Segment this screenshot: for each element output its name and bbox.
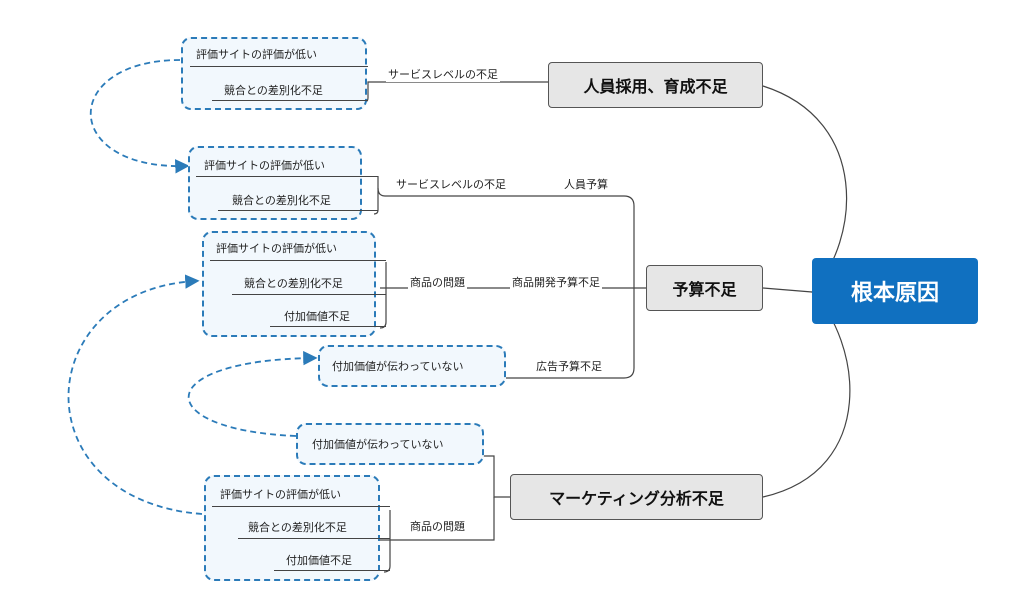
branch-marketing-label: マーケティング分析不足 xyxy=(549,489,724,508)
edge-product-bracket xyxy=(379,262,387,329)
edge-mkt-product-bracket xyxy=(383,510,391,573)
root-node[interactable]: 根本原因 xyxy=(812,258,978,324)
edge-label-product-2: 商品開発予算不足 xyxy=(510,274,602,290)
edge-marketing-product xyxy=(380,497,495,541)
edge-marketing-top xyxy=(480,455,510,498)
leaf-marketing-product-1: 評価サイトの評価が低い xyxy=(220,488,341,501)
dashed-arrow-1 xyxy=(89,59,190,174)
edge-root-budget xyxy=(762,287,813,293)
group-marketing-top-leaf xyxy=(296,423,484,465)
underline xyxy=(270,326,386,327)
underline xyxy=(210,260,386,261)
leaf-budget-product-2: 競合との差別化不足 xyxy=(244,277,343,290)
leaf-staff-1: 評価サイトの評価が低い xyxy=(196,48,317,61)
underline xyxy=(196,176,378,177)
leaf-marketing-product-2: 競合との差別化不足 xyxy=(248,521,347,534)
root-label: 根本原因 xyxy=(850,281,939,306)
underline xyxy=(190,66,368,67)
underline xyxy=(238,538,390,539)
leaf-budget-staff-2: 競合との差別化不足 xyxy=(232,194,331,207)
edge-label-ad: 広告予算不足 xyxy=(534,358,604,374)
branch-staff-label: 人員採用、育成不足 xyxy=(583,77,728,96)
underline xyxy=(274,570,390,571)
branch-staff[interactable]: 人員採用、育成不足 xyxy=(548,62,763,108)
group-budget-staff-leaves xyxy=(188,146,362,220)
underline xyxy=(232,294,386,295)
edge-label-budget-staff-2: 人員予算 xyxy=(562,176,610,192)
leaf-budget-ad-1: 付加価値が伝わっていない xyxy=(332,360,464,373)
leaf-budget-product-1: 評価サイトの評価が低い xyxy=(216,242,337,255)
branch-budget[interactable]: 予算不足 xyxy=(646,265,763,311)
edge-label-budget-staff-1: サービスレベルの不足 xyxy=(394,176,508,192)
group-budget-product-leaves xyxy=(202,231,376,337)
edge-budget-ad xyxy=(506,288,635,379)
dashed-arrow-2 xyxy=(67,274,203,515)
edge-budget-trunk xyxy=(377,187,646,289)
leaf-marketing-product-3: 付加価値不足 xyxy=(286,554,352,567)
edge-budget-staff-bracket xyxy=(373,176,379,215)
leaf-staff-2: 競合との差別化不足 xyxy=(224,84,323,97)
edge-staff-leaves xyxy=(363,81,548,103)
edge-label-marketing-product: 商品の問題 xyxy=(408,518,467,534)
group-budget-ad-leaf xyxy=(318,345,506,387)
underline xyxy=(212,506,390,507)
group-marketing-product-leaves xyxy=(204,475,380,581)
edge-label-product-1: 商品の問題 xyxy=(408,274,467,290)
leaf-budget-staff-1: 評価サイトの評価が低い xyxy=(204,159,325,172)
branch-budget-label: 予算不足 xyxy=(672,280,737,299)
edge-label-staff: サービスレベルの不足 xyxy=(386,66,500,82)
leaf-marketing-top: 付加価値が伝わっていない xyxy=(312,438,444,451)
dashed-arrow-3 xyxy=(187,350,318,437)
leaf-budget-product-3: 付加価値不足 xyxy=(284,310,350,323)
underline xyxy=(212,100,368,101)
underline xyxy=(218,210,378,211)
branch-marketing[interactable]: マーケティング分析不足 xyxy=(510,474,763,520)
group-staff-leaves xyxy=(181,37,367,110)
